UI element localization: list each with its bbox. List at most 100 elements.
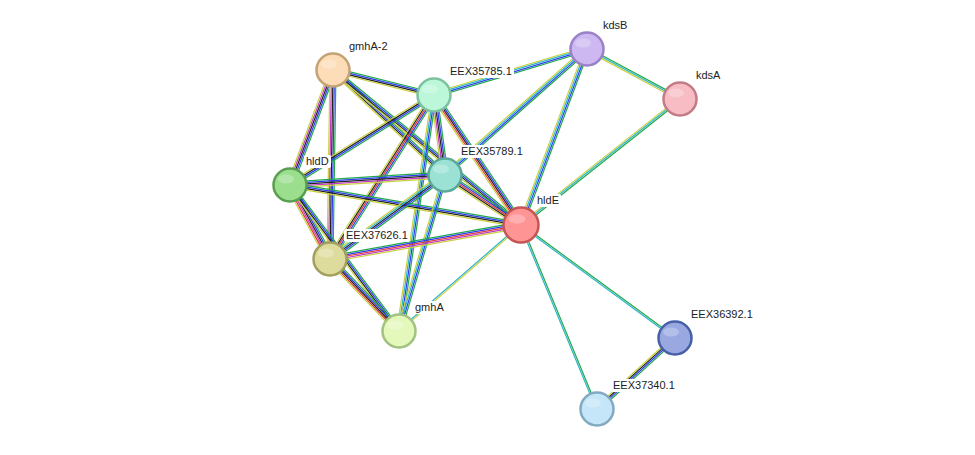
edge-strand: [402, 191, 438, 314]
edge-strand: [405, 192, 441, 315]
node-label: EEX37626.1: [344, 229, 410, 242]
node-circle: [427, 157, 463, 193]
edge-strand: [299, 87, 330, 170]
edge-strand: [603, 56, 666, 90]
edge-strand: [344, 269, 389, 316]
edge-strand: [458, 187, 505, 218]
node-highlight: [668, 89, 684, 98]
edge-strand: [404, 112, 434, 314]
edge-strand: [302, 197, 391, 316]
protein-node: EEX37626.1: [312, 241, 348, 277]
edge-strand: [402, 112, 432, 314]
node-highlight: [387, 321, 403, 330]
node-circle: [381, 313, 417, 349]
protein-node: EEX35789.1: [427, 157, 463, 193]
node-circle: [502, 206, 540, 244]
node-circle: [662, 81, 698, 117]
protein-node: EEX36392.1: [657, 320, 693, 356]
edge-strand: [307, 178, 428, 186]
node-circle: [312, 241, 348, 277]
node-label: EEX35789.1: [459, 145, 525, 158]
edge-strand: [301, 198, 390, 317]
edge-strand: [411, 236, 507, 319]
interaction-edge: [458, 182, 508, 218]
node-label: kdsA: [694, 69, 722, 82]
interaction-edge: [340, 269, 390, 321]
node-highlight: [433, 165, 449, 174]
node-disc: [571, 33, 604, 66]
node-disc: [383, 315, 416, 348]
edge-strand: [342, 183, 430, 247]
node-highlight: [422, 85, 438, 94]
node-disc: [659, 322, 692, 355]
node-label: EEX37340.1: [611, 379, 677, 392]
edge-strand: [436, 112, 442, 158]
edge-strand: [344, 185, 432, 249]
node-highlight: [318, 249, 334, 258]
interaction-edge: [601, 56, 665, 93]
edge-strand: [350, 72, 418, 89]
interaction-edge: [293, 85, 330, 170]
edge-strand: [535, 236, 661, 328]
edge-strand: [535, 110, 667, 214]
edge-strand: [602, 57, 665, 91]
node-label: EEX35785.1: [448, 65, 514, 78]
edge-strand: [341, 272, 386, 319]
node-disc: [274, 169, 307, 202]
edge-strand: [350, 73, 418, 90]
node-label: EEX36392.1: [689, 308, 755, 321]
edge-strand: [528, 65, 582, 208]
edge-strand: [460, 183, 507, 214]
protein-node: EEX35785.1: [416, 77, 452, 113]
node-disc: [581, 393, 614, 426]
node-disc: [314, 243, 347, 276]
edge-strand: [307, 179, 428, 187]
edge-strand: [303, 102, 418, 174]
node-label: gmhA-2: [347, 40, 390, 53]
interaction-edge: [527, 241, 591, 393]
node-circle: [416, 77, 452, 113]
edge-strand: [340, 273, 385, 320]
node-disc: [664, 83, 697, 116]
edge-strand: [342, 271, 387, 318]
edge-strand: [459, 184, 506, 215]
edge-strand: [527, 242, 590, 394]
interaction-edge: [411, 236, 508, 320]
interaction-edge: [307, 173, 428, 187]
edge-strand: [433, 112, 439, 158]
edge-strand: [601, 58, 664, 92]
protein-node: hldD: [272, 167, 308, 203]
protein-node: hldE: [502, 206, 540, 244]
interaction-edge: [525, 64, 583, 209]
node-highlight: [663, 328, 679, 337]
edge-strand: [403, 191, 439, 314]
interaction-edge: [535, 235, 662, 329]
node-disc: [429, 159, 462, 192]
edge-strand: [343, 270, 388, 317]
node-label: hldD: [304, 155, 331, 168]
interaction-edge: [402, 191, 443, 316]
protein-node: EEX37340.1: [579, 391, 615, 427]
edge-strand: [300, 199, 389, 318]
edge-strand: [536, 235, 662, 327]
interaction-edge: [349, 72, 418, 93]
protein-node: kdsB: [569, 31, 605, 67]
protein-node: kdsA: [662, 81, 698, 117]
node-circle: [315, 52, 351, 88]
interaction-edge: [298, 197, 390, 318]
node-circle: [569, 31, 605, 67]
edge-strand: [458, 186, 505, 217]
node-highlight: [585, 399, 601, 408]
node-highlight: [278, 175, 294, 184]
node-highlight: [575, 39, 591, 48]
edge-strand: [534, 108, 666, 212]
node-disc: [317, 54, 350, 87]
node-highlight: [508, 214, 525, 224]
edge-strand: [343, 184, 431, 248]
edge-strand: [461, 182, 508, 213]
node-disc: [418, 79, 451, 112]
node-highlight: [321, 60, 337, 69]
node-circle: [657, 320, 693, 356]
protein-node: gmhA: [381, 313, 417, 349]
edge-strand: [611, 351, 664, 399]
